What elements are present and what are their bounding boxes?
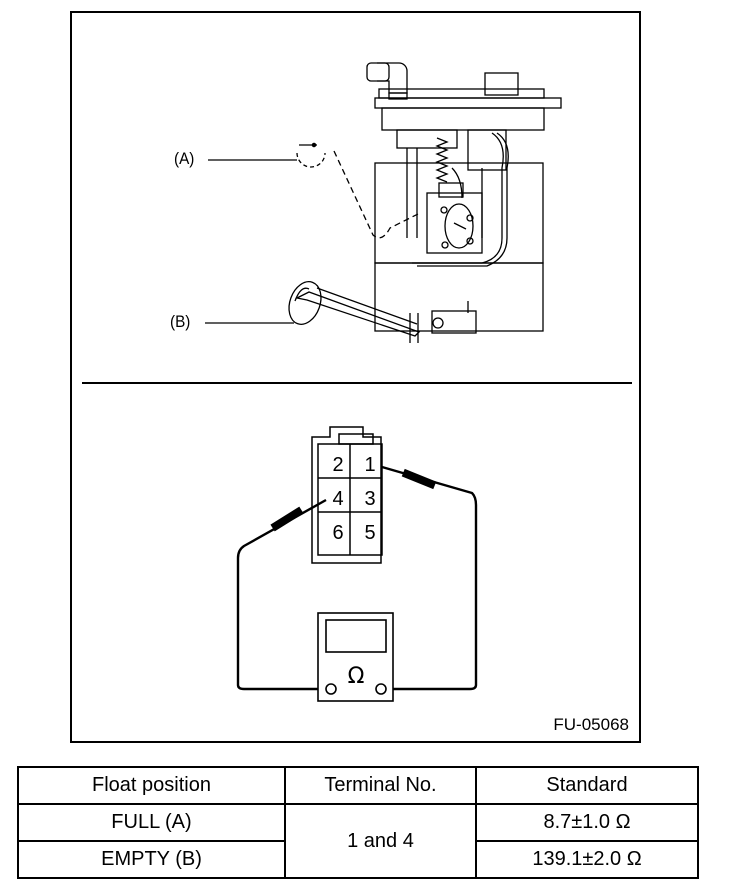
terminal-2: 2 — [332, 454, 343, 476]
cell-float-position: EMPTY (B) — [17, 840, 286, 879]
probe-right — [401, 468, 437, 490]
cell-float-position: FULL (A) — [17, 803, 286, 842]
terminal-6: 6 — [332, 522, 343, 544]
probe-left — [270, 506, 304, 532]
header-standard: Standard — [475, 766, 699, 805]
table-row: FULL (A) 1 and 4 8.7±1.0 Ω — [17, 803, 699, 879]
fuel-pump-assembly — [288, 62, 562, 343]
diagram-canvas: 2 1 4 3 6 5 Ω — [82, 62, 632, 702]
lead-terminal-4 — [236, 498, 327, 691]
test-leads — [236, 465, 478, 691]
diagram-frame: 2 1 4 3 6 5 Ω (A) (B) FU-05068 — [70, 11, 641, 743]
figure-id: FU-05068 — [553, 715, 629, 734]
terminal-4: 4 — [332, 488, 343, 510]
lead-terminal-1 — [381, 465, 478, 691]
cell-terminal-no: 1 and 4 — [284, 803, 477, 879]
cell-standard: 8.7±1.0 Ω — [475, 803, 699, 842]
terminal-3: 3 — [364, 488, 375, 510]
table-header-row: Float position Terminal No. Standard — [17, 766, 699, 805]
table-row: EMPTY (B) 139.1±2.0 Ω — [17, 840, 699, 879]
header-float-position: Float position — [17, 766, 286, 805]
probe-handles — [270, 468, 437, 532]
meter-jack-right — [375, 683, 387, 695]
terminal-5: 5 — [364, 522, 375, 544]
header-terminal-no: Terminal No. — [284, 766, 477, 805]
connector — [311, 426, 383, 564]
meter-jack-left — [325, 683, 337, 695]
terminal-1: 1 — [364, 454, 375, 476]
ohm-symbol: Ω — [348, 664, 365, 689]
callout-a-label: (A) — [174, 149, 195, 168]
cell-standard: 139.1±2.0 Ω — [475, 840, 699, 879]
callout-b-label: (B) — [170, 312, 191, 331]
resistance-spec-table: Float position Terminal No. Standard FUL… — [17, 766, 699, 879]
ohmmeter — [317, 612, 394, 702]
connector-terminal-labels: 2 1 4 3 6 5 — [332, 454, 375, 544]
